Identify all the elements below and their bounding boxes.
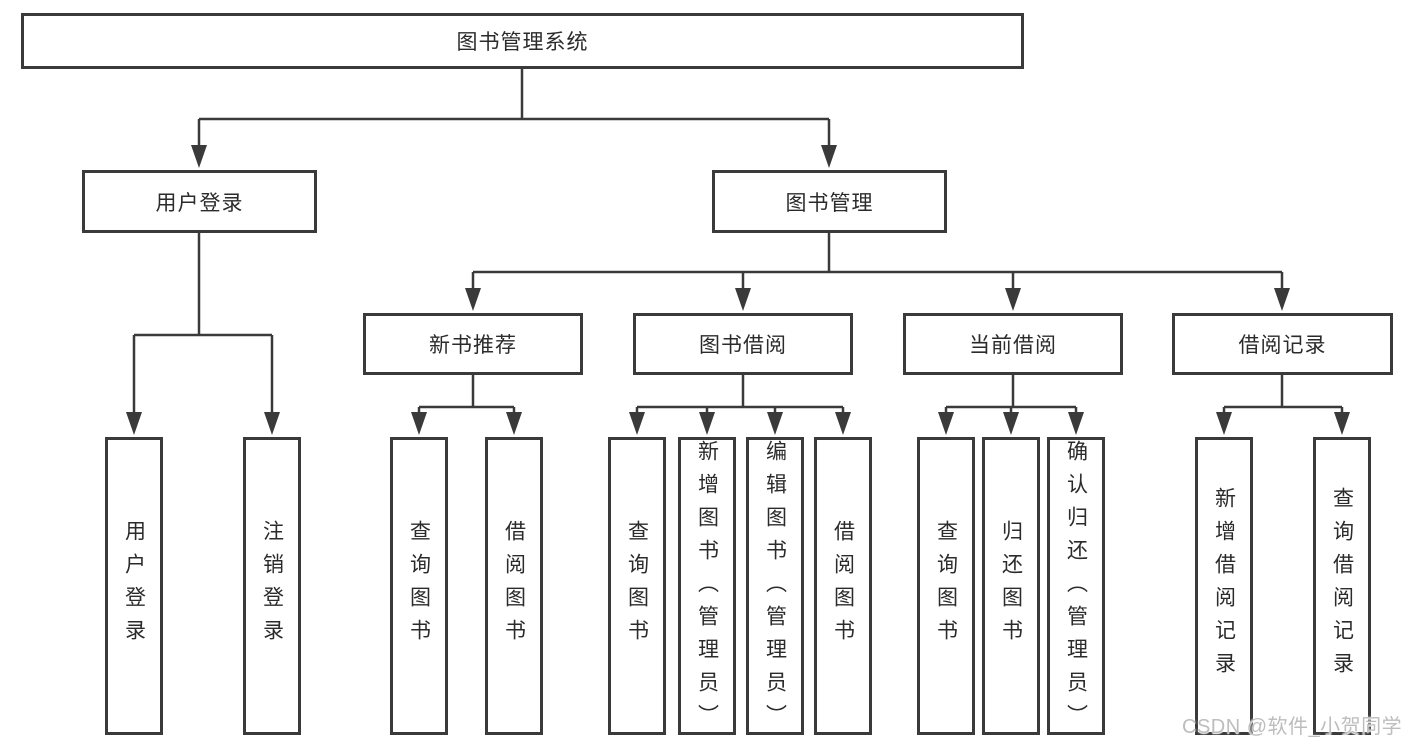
arrowheads-borrow-record-children bbox=[1216, 412, 1350, 435]
leaf-borrow-borrow-books: 借阅图书 bbox=[814, 437, 872, 735]
connector-book-borrow-children bbox=[635, 375, 845, 415]
node-book-management: 图书管理 bbox=[712, 170, 947, 233]
node-current-borrow: 当前借阅 bbox=[903, 313, 1123, 375]
arrowheads-book-mgmt-children bbox=[465, 288, 1290, 311]
connector-book-mgmt-children bbox=[471, 233, 1284, 291]
connector-root-to-level2 bbox=[197, 69, 831, 148]
leaf-current-query-books: 查询图书 bbox=[917, 437, 975, 735]
arrowheads-current-borrow-children bbox=[938, 412, 1084, 435]
connector-current-borrow-children bbox=[944, 375, 1078, 415]
arrowheads-new-book-rec-children bbox=[411, 412, 522, 435]
leaf-logout: 注销登录 bbox=[243, 437, 301, 735]
node-book-borrow: 图书借阅 bbox=[633, 313, 853, 375]
node-new-book-recommend: 新书推荐 bbox=[363, 313, 583, 375]
leaf-borrow-add-books-admin: 新增图书（管理员） bbox=[678, 437, 736, 737]
connector-user-login-children bbox=[132, 233, 274, 415]
connector-new-book-rec-children bbox=[417, 375, 516, 415]
arrowheads-book-borrow-children bbox=[629, 412, 851, 435]
csdn-watermark: CSDN @软件_小贺同学 bbox=[1182, 716, 1403, 738]
leaf-user-login: 用户登录 bbox=[105, 437, 163, 735]
leaf-current-confirm-return-admin: 确认归还（管理员） bbox=[1047, 437, 1105, 737]
connector-borrow-record-children bbox=[1222, 375, 1344, 415]
arrowheads-user-login-children bbox=[126, 412, 280, 435]
node-borrow-record: 借阅记录 bbox=[1172, 313, 1393, 375]
leaf-current-return-books: 归还图书 bbox=[982, 437, 1040, 735]
leaf-borrow-query-books: 查询图书 bbox=[608, 437, 666, 735]
leaf-recommend-query-books: 查询图书 bbox=[390, 437, 448, 735]
node-root-library-system: 图书管理系统 bbox=[21, 13, 1024, 69]
leaf-record-add-borrow-record: 新增借阅记录 bbox=[1195, 437, 1253, 735]
leaf-record-query-borrow-record: 查询借阅记录 bbox=[1313, 437, 1371, 735]
node-user-login: 用户登录 bbox=[82, 170, 317, 233]
arrowheads-level2 bbox=[191, 145, 837, 168]
leaf-borrow-edit-books-admin: 编辑图书（管理员） bbox=[746, 437, 804, 737]
leaf-recommend-borrow-books: 借阅图书 bbox=[485, 437, 543, 735]
